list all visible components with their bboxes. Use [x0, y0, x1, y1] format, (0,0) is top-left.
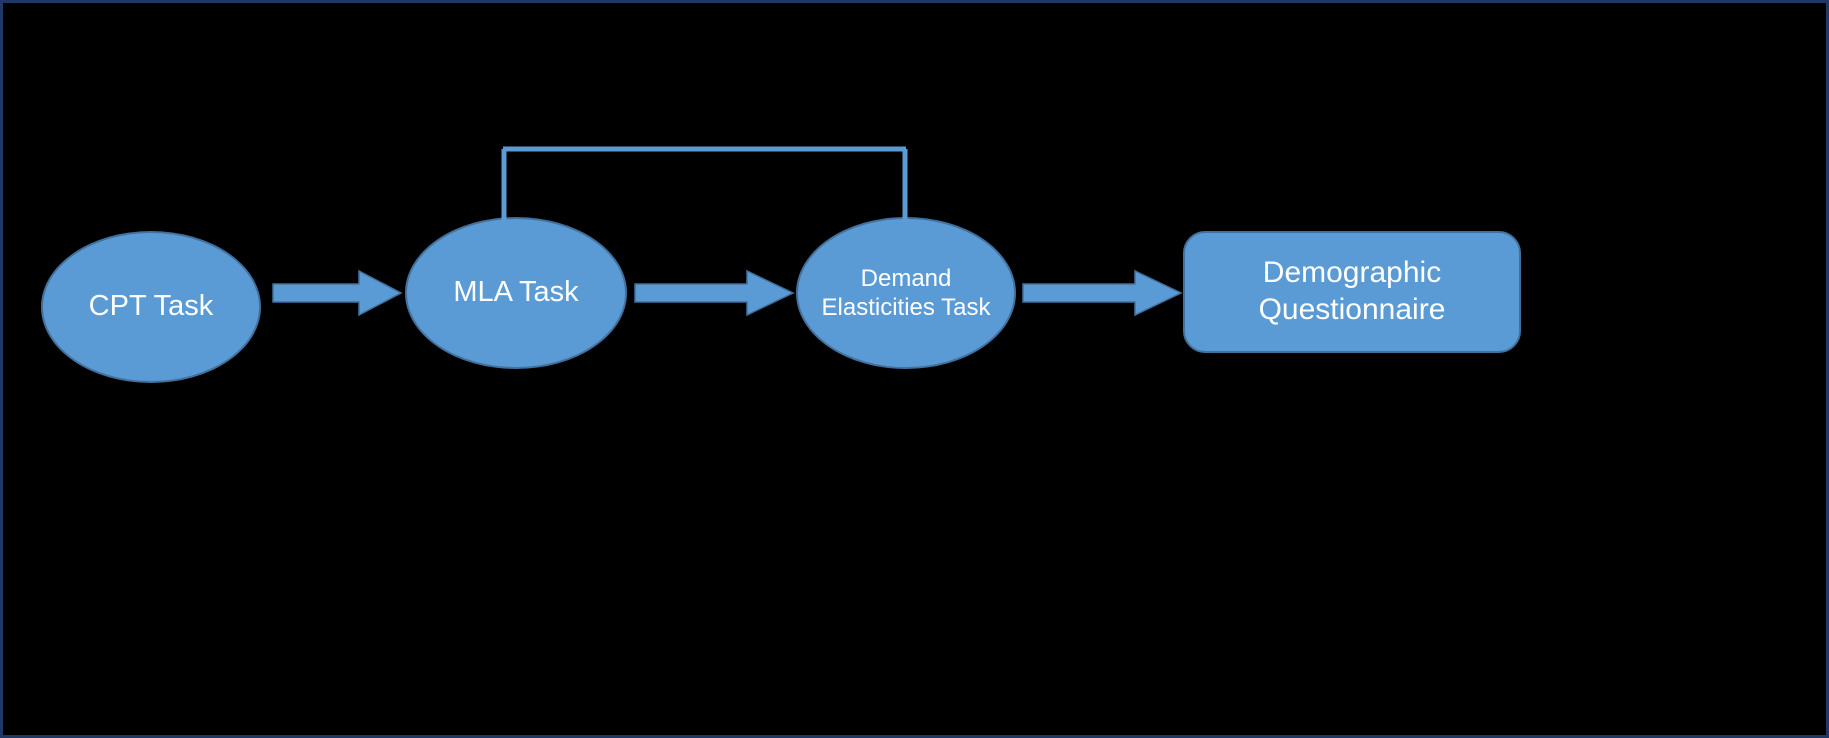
arrow-demand-to-demographic [1022, 269, 1183, 317]
connector-feedback-bracket [483, 135, 933, 263]
node-demand-elasticities-task-label: Demand Elasticities Task [821, 264, 991, 321]
arrow-cpt-to-mla-icon [272, 269, 403, 317]
node-cpt-task-label: CPT Task [88, 290, 214, 323]
node-demographic-questionnaire-label: Demographic Questionnaire [1258, 256, 1446, 326]
node-mla-task-label: MLA Task [453, 276, 579, 309]
arrow-mla-to-demand [634, 269, 795, 317]
node-demographic-questionnaire[interactable]: Demographic Questionnaire [1183, 231, 1521, 353]
node-cpt-task[interactable]: CPT Task [41, 231, 261, 383]
node-mla-task[interactable]: MLA Task [405, 217, 627, 369]
arrow-demand-to-demographic-icon [1022, 269, 1183, 317]
connector-feedback-bracket-icon [493, 146, 916, 257]
arrow-cpt-to-mla [272, 269, 403, 317]
arrow-mla-to-demand-icon [634, 269, 795, 317]
